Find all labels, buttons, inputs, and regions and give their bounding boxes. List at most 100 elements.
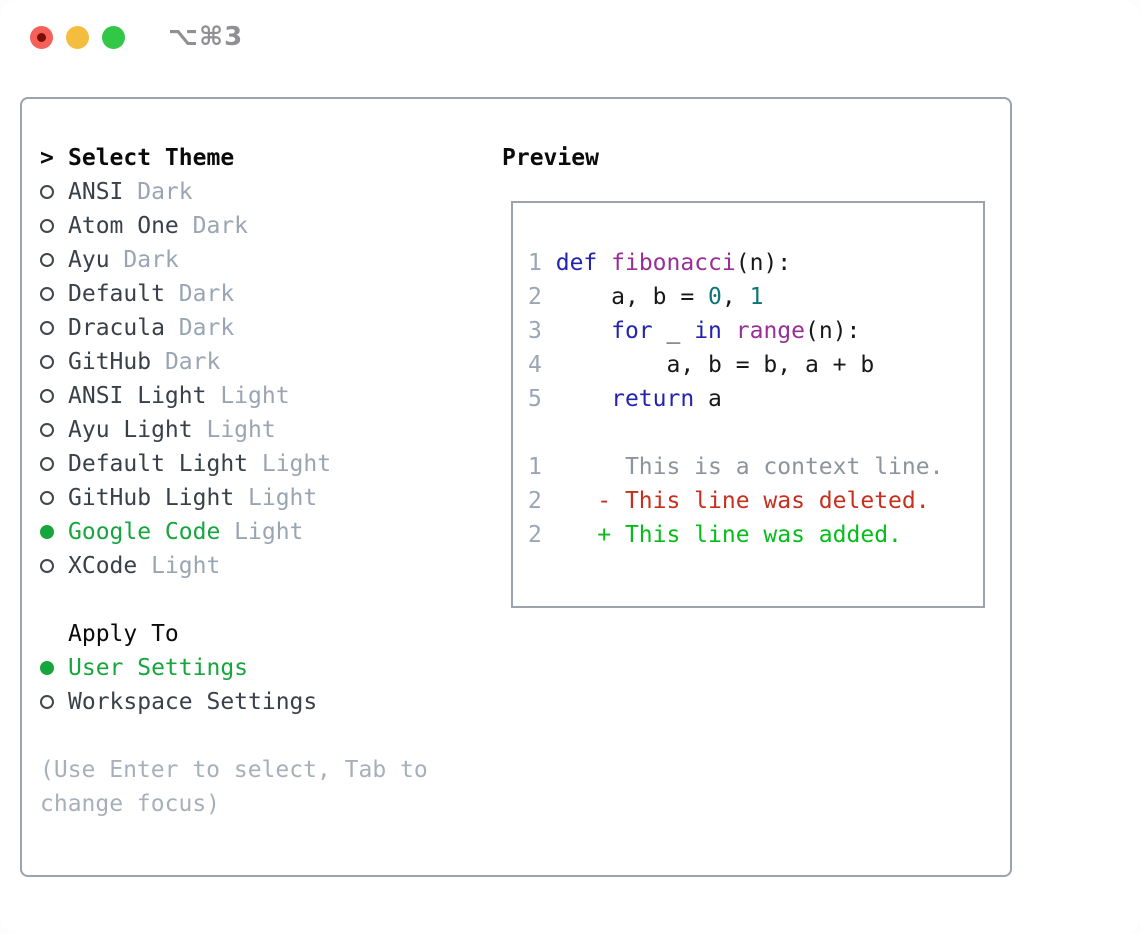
theme-variant-label: Light — [261, 451, 332, 477]
spacer — [40, 583, 428, 617]
prompt-marker: > — [40, 145, 54, 171]
radio-marker-cell — [40, 389, 68, 403]
radio-icon — [40, 559, 54, 573]
theme-variant-label: Light — [248, 485, 318, 511]
line-number: 1 — [528, 454, 542, 480]
theme-option-atom-one[interactable]: Atom One Dark — [40, 209, 428, 243]
line-number: 2 — [528, 488, 542, 514]
code-token — [722, 318, 736, 344]
code-line: 1 def fibonacci(n): — [528, 246, 983, 280]
radio-icon — [40, 219, 54, 233]
code-token: return — [611, 386, 695, 412]
radio-marker-cell — [40, 559, 68, 573]
theme-variant-label: Dark — [164, 349, 221, 375]
apply-to-option-label: Workspace Settings — [68, 689, 318, 715]
code-token — [556, 386, 611, 412]
radio-marker-cell — [40, 185, 68, 199]
code-line: 5 return a — [528, 382, 983, 416]
line-number: 4 — [528, 352, 542, 378]
theme-option-label: GitHub Light — [68, 485, 235, 511]
close-button[interactable] — [30, 26, 53, 49]
theme-option-label: Atom One — [68, 213, 179, 239]
theme-variant-label: Light — [234, 519, 304, 545]
theme-option-label: Dracula — [68, 315, 165, 341]
diff-text: - This line was deleted. — [541, 488, 930, 514]
selected-radio-icon — [40, 525, 54, 539]
code-token: 1 — [749, 284, 764, 310]
select-theme-title: Select Theme — [68, 145, 235, 171]
radio-marker-cell — [40, 287, 68, 301]
theme-option-github-light[interactable]: GitHub Light Light — [40, 481, 428, 515]
help-text-line: (Use Enter to select, Tab to — [40, 757, 428, 783]
apply-to-option-user-settings[interactable]: User Settings — [40, 651, 428, 685]
radio-icon — [40, 185, 54, 199]
code-token: in — [694, 318, 722, 344]
zoom-button[interactable] — [102, 26, 125, 49]
radio-marker-cell — [40, 355, 68, 369]
spacer — [528, 416, 983, 450]
code-token: (n): — [735, 250, 792, 276]
line-number: 2 — [528, 522, 542, 548]
theme-option-label: Default — [68, 281, 165, 307]
apply-to-option-label: User Settings — [68, 655, 249, 681]
radio-marker-cell — [40, 423, 68, 437]
radio-icon — [40, 695, 54, 709]
titlebar: ⌥⌘3 — [0, 0, 1140, 74]
code-token: , — [721, 284, 750, 310]
apply-to-option-workspace-settings[interactable]: Workspace Settings — [40, 685, 428, 719]
radio-marker-cell — [40, 525, 68, 539]
radio-marker-cell — [40, 321, 68, 335]
theme-variant-label: Dark — [178, 315, 235, 341]
theme-variant-label: Dark — [192, 213, 249, 239]
radio-icon — [40, 287, 54, 301]
line-number: 2 — [528, 284, 542, 310]
apply-to-title: Apply To — [68, 621, 179, 647]
code-token — [597, 250, 611, 276]
theme-variant-label: Dark — [123, 247, 179, 273]
code-token: a — [694, 386, 722, 412]
diff-text: + This line was added. — [541, 522, 902, 548]
line-number: 3 — [528, 318, 542, 344]
line-number: 5 — [528, 386, 542, 412]
diff-line-added: 2 + This line was added. — [528, 518, 983, 552]
radio-icon — [40, 253, 54, 267]
theme-option-label: ANSI Light — [68, 383, 207, 409]
radio-marker-cell — [40, 661, 68, 675]
code-token — [556, 318, 611, 344]
theme-option-dracula[interactable]: Dracula Dark — [40, 311, 428, 345]
theme-option-label: ANSI — [68, 179, 124, 205]
code-token: _ — [652, 318, 695, 344]
radio-icon — [40, 355, 54, 369]
radio-marker-cell — [40, 491, 68, 505]
theme-option-label: Ayu Light — [68, 417, 193, 443]
theme-option-default[interactable]: Default Dark — [40, 277, 428, 311]
radio-marker-cell — [40, 695, 68, 709]
code-token: a, b = b, a + b — [555, 352, 875, 378]
radio-icon — [40, 491, 54, 505]
code-token: def — [555, 250, 598, 276]
minimize-button[interactable] — [66, 26, 89, 49]
code-token: a, b = — [555, 284, 709, 310]
selected-radio-icon — [40, 661, 54, 675]
preview-header: Preview — [502, 145, 599, 171]
code-line: 3 for _ in range(n): — [528, 314, 983, 348]
code-token: fibonacci — [611, 250, 736, 276]
theme-option-label: XCode — [68, 553, 138, 579]
line-number: 1 — [528, 250, 542, 276]
diff-line-deleted: 2 - This line was deleted. — [528, 484, 983, 518]
theme-variant-label: Dark — [178, 281, 235, 307]
